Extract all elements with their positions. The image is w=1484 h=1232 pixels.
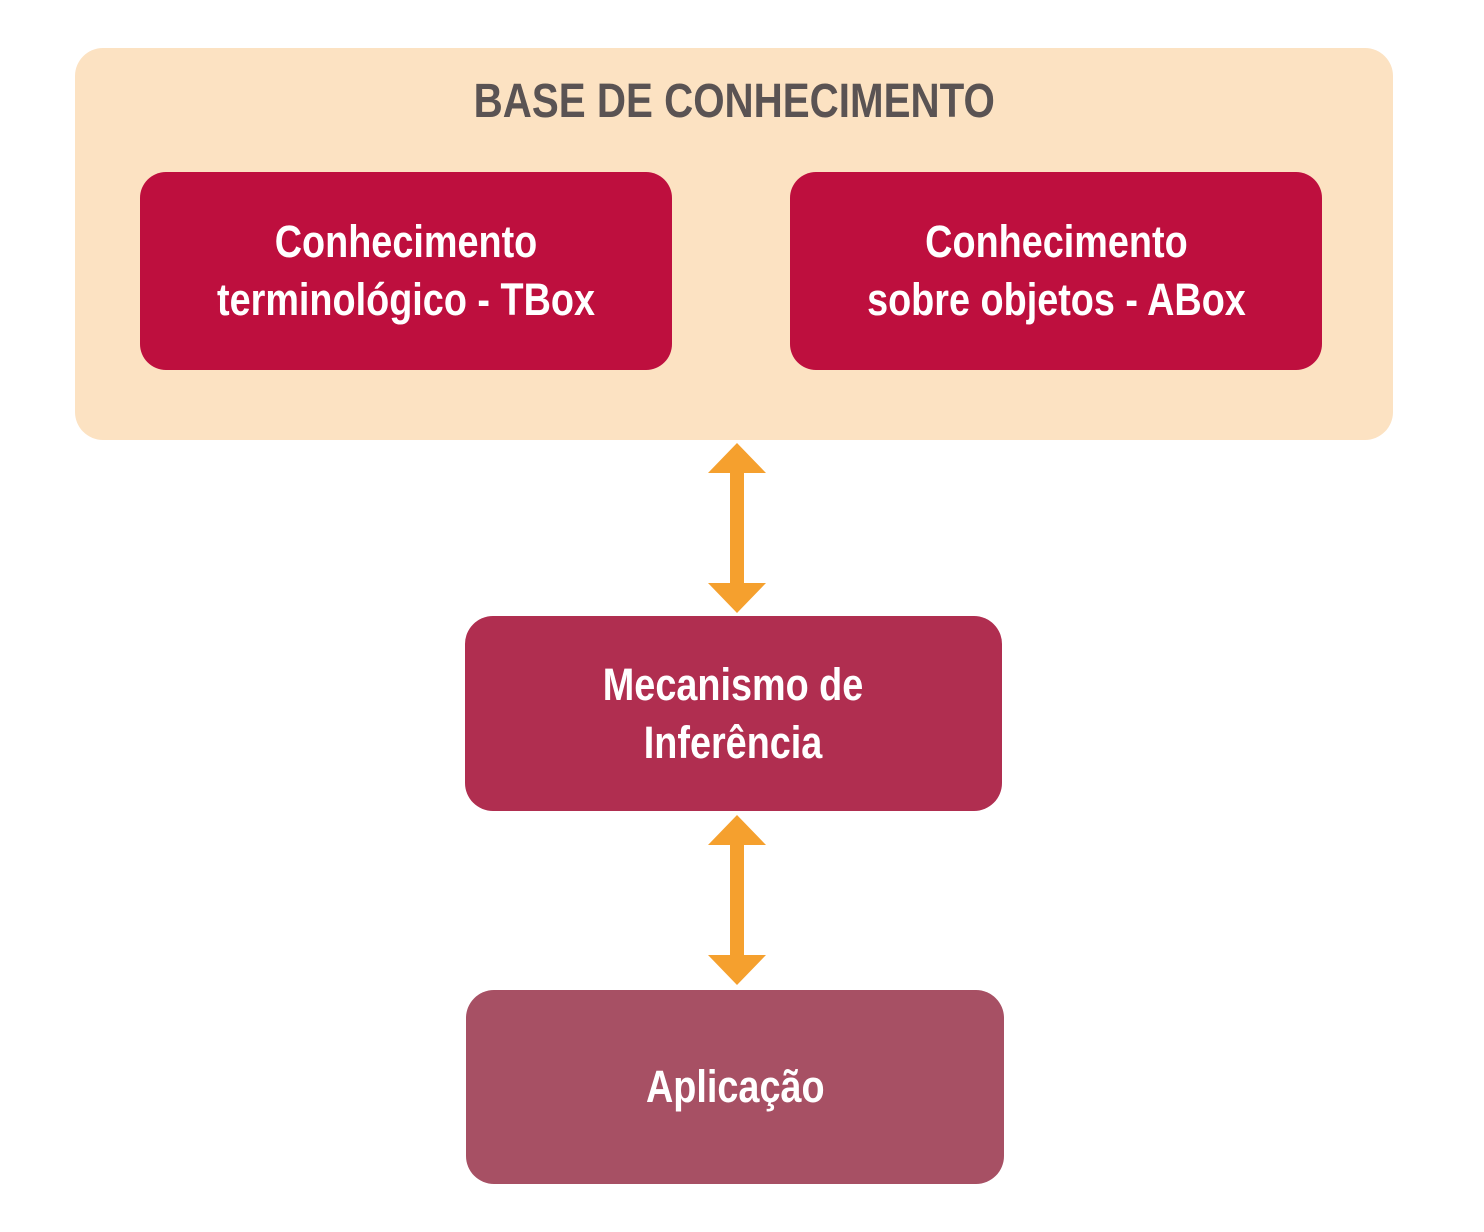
node-tbox: Conhecimento terminológico - TBox <box>140 172 672 370</box>
abox-label-line1: Conhecimento <box>924 216 1188 268</box>
knowledge-base-title: BASE DE CONHECIMENTO <box>75 74 1393 129</box>
inference-label-line1: Mecanismo de <box>603 658 864 710</box>
abox-label-line2: sobre objetos - ABox <box>866 274 1246 325</box>
abox-label: Conhecimento sobre objetos - ABox <box>867 213 1246 328</box>
double-vertical-arrow-icon <box>707 815 767 985</box>
inference-label: Mecanismo de Inferência <box>603 656 863 771</box>
application-label-text: Aplicação <box>645 1061 825 1113</box>
inference-label-line2: Inferência <box>644 716 823 768</box>
tbox-label-line2: terminológico - TBox <box>217 274 595 325</box>
knowledge-base-title-text: BASE DE CONHECIMENTO <box>473 75 995 128</box>
node-application: Aplicação <box>466 990 1004 1184</box>
double-vertical-arrow-icon <box>707 443 767 613</box>
node-inference: Mecanismo de Inferência <box>465 616 1002 811</box>
tbox-label: Conhecimento terminológico - TBox <box>217 213 595 328</box>
knowledge-base-panel: BASE DE CONHECIMENTO Conhecimento termin… <box>75 48 1393 440</box>
node-abox: Conhecimento sobre objetos - ABox <box>790 172 1322 370</box>
application-label: Aplicação <box>646 1058 825 1116</box>
tbox-label-line1: Conhecimento <box>274 216 538 268</box>
